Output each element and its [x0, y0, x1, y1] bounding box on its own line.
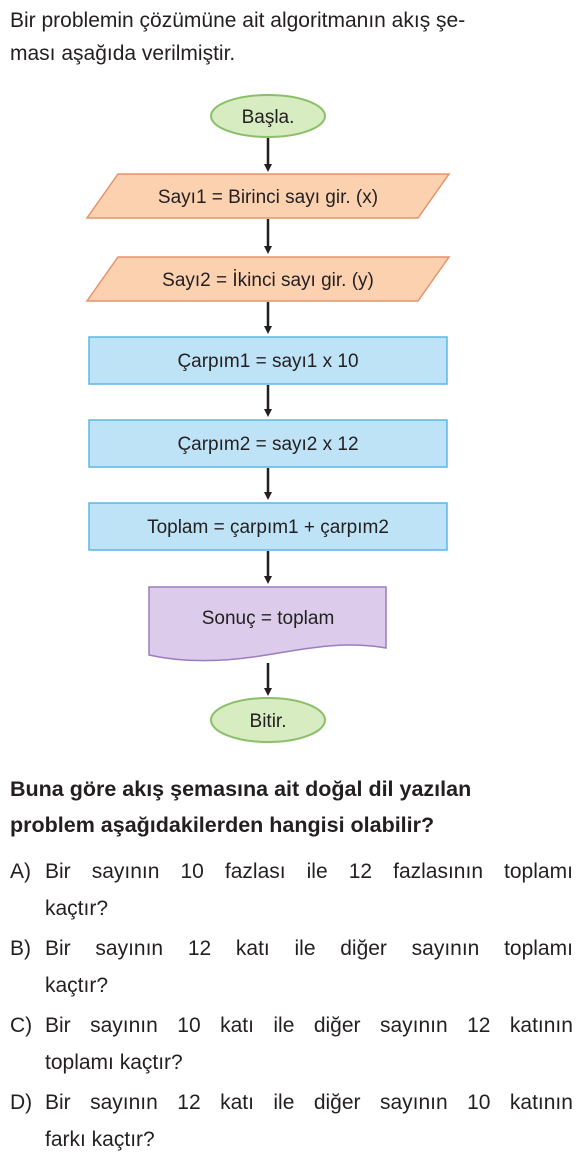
option-b-line: B)Bir sayının 12 katı ile diğer sayının … — [10, 930, 573, 967]
option-a-line: A)Bir sayının 10 fazlası ile 12 fazlasın… — [10, 853, 573, 890]
option-b[interactable]: B)Bir sayının 12 katı ile diğer sayının … — [10, 930, 573, 1004]
intro-line-2: ması aşağıda verilmiştir. — [10, 42, 236, 65]
flowchart-input-2: Sayı2 = İkinci sayı gir. (y) — [85, 256, 451, 302]
option-d-word: katı — [220, 1091, 254, 1114]
option-c-word: 12 — [467, 1014, 491, 1037]
option-c[interactable]: C)Bir sayının 10 katı ile diğer sayının … — [10, 1007, 573, 1081]
option-b-word: 12 — [187, 937, 212, 960]
option-letter: C) — [10, 1014, 33, 1037]
flowchart-start-terminal: Başla. — [210, 94, 326, 138]
option-d-word: ile — [273, 1091, 295, 1114]
option-d-word: katının — [509, 1091, 573, 1114]
option-letter: D) — [10, 1091, 33, 1114]
flowchart-process-1: Çarpım1 = sayı1 x 10 — [88, 336, 448, 385]
option-c-word: diğer — [313, 1014, 361, 1037]
option-d-word: sayının — [90, 1091, 158, 1114]
option-c-word: 10 — [177, 1014, 201, 1037]
option-a-word: 12 — [348, 860, 373, 883]
option-c-word: katı — [220, 1014, 254, 1037]
option-a-word: ile — [306, 860, 328, 883]
start-label: Başla. — [242, 107, 295, 128]
option-b-word: sayının — [95, 937, 164, 960]
flowchart-process-3: Toplam = çarpım1 + çarpım2 — [88, 502, 448, 551]
input-1-label: Sayı1 = Birinci sayı gir. (x) — [158, 187, 378, 208]
flowchart-output: Sonuç = toplam — [148, 586, 387, 662]
option-b-word: sayının — [411, 937, 480, 960]
flowchart-input-1: Sayı1 = Birinci sayı gir. (x) — [85, 173, 451, 219]
option-letter: B) — [10, 937, 31, 960]
option-d-continuation: farkı kaçtır? — [45, 1128, 155, 1151]
option-b-word: B)Bir — [10, 930, 71, 967]
flowchart: Başla. Sayı1 = Birinci sayı gir. (x) Say… — [85, 94, 451, 743]
option-b-word: toplamı — [504, 937, 573, 960]
question-line-1: Buna göre akış şemasına ait doğal dil ya… — [10, 777, 472, 801]
option-d-word: D)Bir — [10, 1084, 71, 1121]
option-d[interactable]: D)Bir sayının 12 katı ile diğer sayının … — [10, 1084, 573, 1158]
option-c-word: sayının — [90, 1014, 158, 1037]
process-2-label: Çarpım2 = sayı2 x 12 — [177, 434, 358, 455]
option-b-word: diğer — [340, 937, 387, 960]
flowchart-end-terminal: Bitir. — [210, 697, 326, 743]
option-d-line: D)Bir sayının 12 katı ile diğer sayının … — [10, 1084, 573, 1121]
option-c-word: katının — [509, 1014, 573, 1037]
input-2-label: Sayı2 = İkinci sayı gir. (y) — [162, 270, 374, 291]
problem-intro: Bir problemin çözümüne ait algoritmanın … — [10, 4, 576, 70]
option-a-word: A)Bir — [10, 853, 71, 890]
question-line-2: problem aşağıdakilerden hangisi olabilir… — [10, 813, 435, 837]
option-a-word: toplamı — [504, 860, 573, 883]
option-c-line: C)Bir sayının 10 katı ile diğer sayının … — [10, 1007, 573, 1044]
option-a-continuation: kaçtır? — [45, 897, 109, 920]
flowchart-process-2: Çarpım2 = sayı2 x 12 — [88, 419, 448, 468]
option-c-word: ile — [273, 1014, 295, 1037]
option-c-word: C)Bir — [10, 1007, 71, 1044]
option-a[interactable]: A)Bir sayının 10 fazlası ile 12 fazlasın… — [10, 853, 573, 927]
option-b-word: ile — [294, 937, 316, 960]
option-a-word: fazlasının — [393, 860, 483, 883]
process-3-label: Toplam = çarpım1 + çarpım2 — [147, 517, 389, 538]
option-b-word: katı — [235, 937, 270, 960]
option-a-word: sayının — [91, 860, 160, 883]
process-1-label: Çarpım1 = sayı1 x 10 — [177, 351, 358, 372]
end-label: Bitir. — [250, 711, 287, 732]
option-d-word: sayının — [379, 1091, 448, 1114]
option-c-continuation: toplamı kaçtır? — [45, 1051, 183, 1074]
intro-line-1: Bir problemin çözümüne ait algoritmanın … — [10, 9, 466, 32]
option-a-word: fazlası — [224, 860, 286, 883]
option-a-word: 10 — [180, 860, 204, 883]
output-label: Sonuç = toplam — [202, 608, 335, 629]
option-letter: A) — [10, 860, 31, 883]
option-d-word: diğer — [313, 1091, 361, 1114]
option-b-continuation: kaçtır? — [45, 974, 109, 997]
option-d-word: 10 — [467, 1091, 491, 1114]
question-stem: Buna göre akış şemasına ait doğal dil ya… — [10, 771, 576, 843]
option-d-word: 12 — [177, 1091, 201, 1114]
option-c-word: sayının — [379, 1014, 448, 1037]
